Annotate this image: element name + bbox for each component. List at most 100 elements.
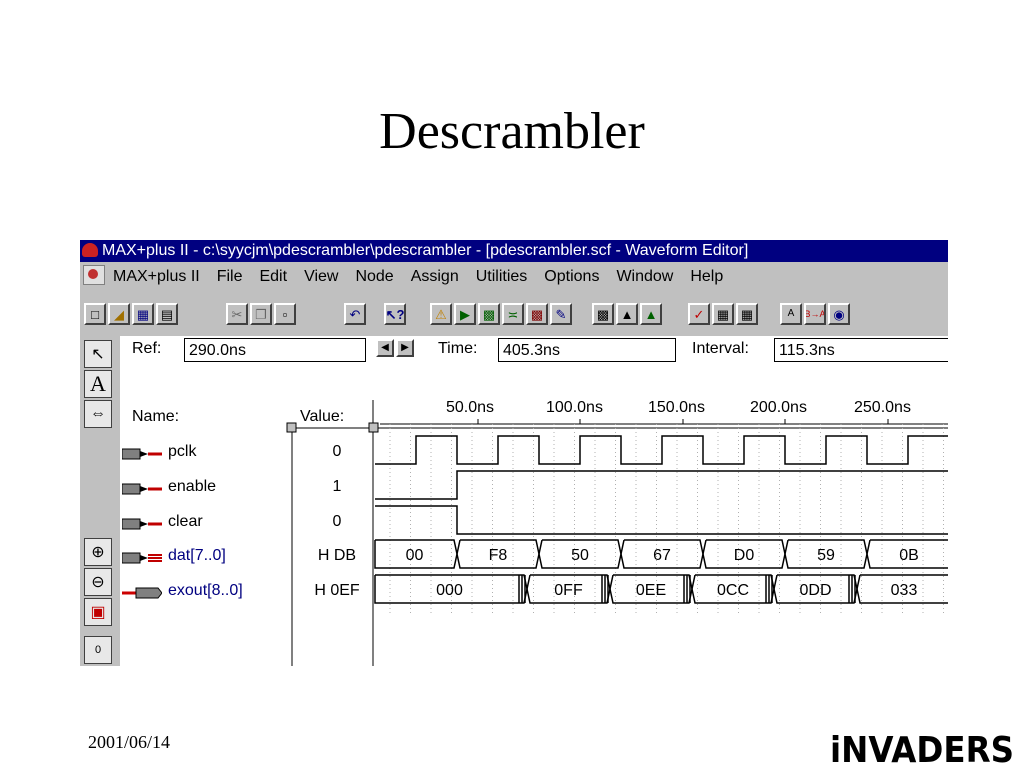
dat-bus-segment bbox=[702, 539, 786, 569]
maxplus-menu-icon[interactable] bbox=[83, 265, 105, 285]
paste-icon[interactable]: ▫ bbox=[274, 303, 296, 325]
input-pin-icon bbox=[122, 518, 162, 530]
exout-bus-segment bbox=[374, 574, 528, 604]
probe-icon[interactable]: ◉ bbox=[828, 303, 850, 325]
signal-name[interactable]: dat[7..0] bbox=[168, 547, 226, 564]
time-tick-label: 200.0ns bbox=[750, 399, 807, 416]
menu-bar: MAX+plus II File Edit View Node Assign Utiliti… bbox=[80, 262, 948, 292]
slide-date: 2001/06/14 bbox=[88, 732, 171, 752]
menu-assign[interactable]: Assign bbox=[410, 268, 459, 285]
signal-name[interactable]: clear bbox=[168, 513, 203, 530]
bus-output-pin-icon bbox=[122, 587, 162, 599]
exout-bus-segment bbox=[856, 574, 948, 604]
dat-bus-segment bbox=[866, 539, 948, 569]
assign-a-icon[interactable]: A bbox=[780, 303, 802, 325]
name-column-header: Name: bbox=[132, 408, 180, 425]
clear-waveform bbox=[375, 505, 948, 535]
exout-bus-value-label: 000 bbox=[436, 582, 463, 599]
waveform-editor-icon[interactable]: ≍ bbox=[502, 303, 524, 325]
ref-time-field[interactable]: 290.0ns bbox=[184, 338, 366, 362]
menu-utilities[interactable]: Utilities bbox=[475, 268, 528, 285]
simulator-icon[interactable]: ▩ bbox=[478, 303, 500, 325]
exout-bus-segment bbox=[609, 574, 693, 604]
save-check-icon[interactable]: ✓ bbox=[688, 303, 710, 325]
prev-transition-icon[interactable]: ◀ bbox=[376, 339, 394, 357]
interval-label: Interval: bbox=[692, 340, 749, 357]
menu-maxplus[interactable]: MAX+plus II bbox=[113, 268, 200, 285]
dat-bus-segment bbox=[538, 539, 622, 569]
programmer-icon[interactable]: ✎ bbox=[550, 303, 572, 325]
menu-edit[interactable]: Edit bbox=[259, 268, 288, 285]
hierarchy-display-icon[interactable]: ▩ bbox=[592, 303, 614, 325]
print-icon[interactable]: ▤ bbox=[156, 303, 178, 325]
maxplus-window: MAX+plus II - c:\syycjm\pdescrambler\pde… bbox=[80, 240, 948, 666]
compiler-icon[interactable]: ⚠ bbox=[430, 303, 452, 325]
left-tool-palette: ↖ A ⇔ ⊕ ⊖ ▣ 0 bbox=[80, 336, 120, 666]
menu-options[interactable]: Options bbox=[544, 268, 600, 285]
exout-bus-value-label: 0FF bbox=[554, 582, 583, 599]
save-simulate-icon[interactable]: ▦ bbox=[736, 303, 758, 325]
menu-node[interactable]: Node bbox=[355, 268, 394, 285]
invaders-logo: iNVADERS bbox=[830, 730, 1014, 768]
save-disk-icon[interactable]: ▦ bbox=[132, 303, 154, 325]
dat-bus-value-label: 67 bbox=[653, 547, 671, 564]
menu-help[interactable]: Help bbox=[690, 268, 724, 285]
hierarchy-up-icon[interactable]: ▲ bbox=[616, 303, 638, 325]
dat-bus-segment bbox=[456, 539, 540, 569]
time-tick-label: 250.0ns bbox=[854, 399, 911, 416]
open-folder-icon[interactable]: ◢ bbox=[108, 303, 130, 325]
floorplan-editor-icon[interactable]: ▩ bbox=[526, 303, 548, 325]
selection-tool-icon[interactable]: ↖ bbox=[84, 340, 112, 368]
menu-file[interactable]: File bbox=[216, 268, 243, 285]
save-compile-icon[interactable]: ▦ bbox=[712, 303, 734, 325]
exout-bus-value-label: 0CC bbox=[717, 582, 749, 599]
copy-icon[interactable]: ❐ bbox=[250, 303, 272, 325]
zoom-in-icon[interactable]: ⊕ bbox=[84, 538, 112, 566]
dat-bus-value-label: 0B bbox=[899, 547, 919, 564]
cut-icon[interactable]: ✂ bbox=[226, 303, 248, 325]
hierarchy-tree-icon[interactable]: ▲ bbox=[640, 303, 662, 325]
signal-name[interactable]: exout[8..0] bbox=[168, 582, 243, 599]
exout-bus-segment bbox=[691, 574, 775, 604]
signal-value: H 0EF bbox=[314, 582, 360, 599]
time-tick-label: 50.0ns bbox=[446, 399, 495, 416]
input-pin-icon bbox=[122, 448, 162, 460]
exout-bus-value-label: 033 bbox=[891, 582, 918, 599]
slide-title: Descrambler bbox=[379, 103, 645, 160]
dat-bus-value-label: 50 bbox=[571, 547, 589, 564]
signal-name[interactable]: pclk bbox=[168, 443, 197, 460]
next-transition-icon[interactable]: ▶ bbox=[396, 339, 414, 357]
interval-field[interactable]: 115.3ns bbox=[774, 338, 948, 362]
signal-value: 0 bbox=[332, 443, 342, 460]
waveform-editor-pane: ↖ A ⇔ ⊕ ⊖ ▣ 0 Ref: 290.0ns ◀ ▶ Time: 405… bbox=[80, 336, 948, 666]
column-dividers bbox=[286, 400, 948, 666]
exout-bus-value-label: 0EE bbox=[636, 582, 666, 599]
undo-icon[interactable]: ↶ bbox=[344, 303, 366, 325]
new-file-icon[interactable]: □ bbox=[84, 303, 106, 325]
bus-input-pin-icon bbox=[122, 552, 162, 564]
ref-label: Ref: bbox=[132, 340, 162, 357]
signal-name[interactable]: enable bbox=[168, 478, 217, 495]
window-title-bar[interactable]: MAX+plus II - c:\syycjm\pdescrambler\pde… bbox=[80, 240, 948, 262]
window-title: MAX+plus II - c:\syycjm\pdescrambler\pde… bbox=[102, 242, 749, 259]
toolbar: □ ◢ ▦ ▤ ✂ ❐ ▫ ↶ ↖? ⚠ ▶ ▩ ≍ ▩ ✎ ▩ ▲ ▲ ✓ ▦… bbox=[80, 292, 948, 336]
time-field[interactable]: 405.3ns bbox=[498, 338, 676, 362]
signal-value: H DB bbox=[317, 547, 357, 564]
waveform-draw-tool-icon[interactable]: ⇔ bbox=[84, 400, 112, 428]
value-column-header: Value: bbox=[300, 408, 345, 425]
signal-value: 1 bbox=[332, 478, 342, 495]
context-help-icon[interactable]: ↖? bbox=[384, 303, 406, 325]
assign-ba-icon[interactable]: B→A bbox=[804, 303, 826, 325]
dat-bus-segment bbox=[784, 539, 868, 569]
zoom-out-icon[interactable]: ⊖ bbox=[84, 568, 112, 596]
overwrite-zero-icon[interactable]: 0 bbox=[84, 636, 112, 664]
fit-in-window-icon[interactable]: ▣ bbox=[84, 598, 112, 626]
menu-view[interactable]: View bbox=[304, 268, 339, 285]
time-tick-label: 100.0ns bbox=[546, 399, 603, 416]
exout-bus-segment bbox=[526, 574, 611, 604]
menu-window[interactable]: Window bbox=[616, 268, 674, 285]
text-tool-icon[interactable]: A bbox=[84, 370, 112, 398]
timing-analyzer-icon[interactable]: ▶ bbox=[454, 303, 476, 325]
maxplus-app-icon bbox=[82, 243, 98, 257]
